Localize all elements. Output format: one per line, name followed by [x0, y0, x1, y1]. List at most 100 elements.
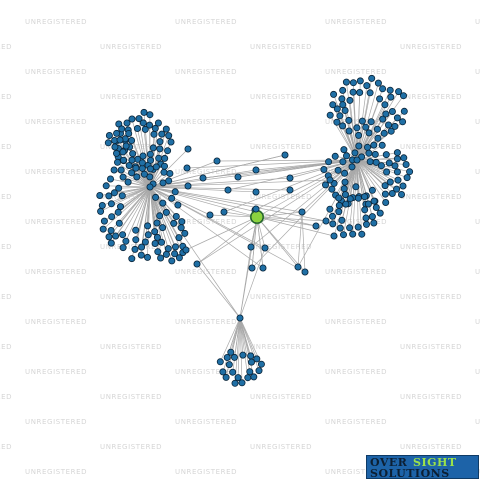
- graph-node[interactable]: [119, 173, 127, 181]
- graph-node[interactable]: [105, 131, 113, 139]
- graph-node[interactable]: [113, 149, 121, 157]
- graph-node[interactable]: [381, 182, 389, 190]
- graph-node[interactable]: [146, 150, 154, 158]
- graph-node[interactable]: [339, 122, 347, 130]
- graph-node[interactable]: [356, 89, 364, 97]
- graph-node[interactable]: [150, 130, 158, 138]
- graph-node[interactable]: [172, 212, 180, 220]
- graph-node[interactable]: [159, 179, 167, 187]
- graph-node[interactable]: [387, 127, 395, 135]
- graph-node[interactable]: [354, 223, 362, 231]
- graph-node[interactable]: [246, 368, 254, 376]
- graph-node[interactable]: [113, 129, 121, 137]
- graph-node[interactable]: [355, 142, 363, 150]
- graph-node[interactable]: [388, 108, 396, 116]
- graph-node[interactable]: [155, 154, 163, 162]
- graph-node[interactable]: [393, 168, 401, 176]
- graph-node[interactable]: [247, 243, 255, 251]
- graph-node[interactable]: [97, 207, 105, 215]
- hub-node-right[interactable]: [353, 156, 361, 164]
- graph-node[interactable]: [156, 145, 164, 153]
- graph-node[interactable]: [146, 173, 154, 181]
- graph-node[interactable]: [250, 373, 258, 381]
- graph-node[interactable]: [382, 151, 390, 159]
- graph-node[interactable]: [366, 89, 374, 97]
- graph-node[interactable]: [144, 222, 152, 230]
- graph-node[interactable]: [330, 90, 338, 98]
- graph-node[interactable]: [333, 118, 341, 126]
- graph-node[interactable]: [138, 243, 146, 251]
- graph-node[interactable]: [367, 118, 375, 126]
- graph-node[interactable]: [400, 154, 408, 162]
- graph-node[interactable]: [393, 149, 401, 157]
- graph-node[interactable]: [238, 379, 246, 387]
- graph-node[interactable]: [110, 189, 118, 197]
- graph-node[interactable]: [177, 224, 185, 232]
- graph-node[interactable]: [341, 178, 349, 186]
- graph-node[interactable]: [379, 85, 387, 93]
- graph-node[interactable]: [128, 255, 136, 263]
- graph-node[interactable]: [141, 125, 149, 133]
- graph-node[interactable]: [351, 149, 359, 157]
- graph-node[interactable]: [161, 154, 169, 162]
- graph-node[interactable]: [395, 88, 403, 96]
- graph-node[interactable]: [372, 203, 380, 211]
- graph-node[interactable]: [224, 186, 232, 194]
- graph-node[interactable]: [373, 125, 381, 133]
- graph-node[interactable]: [152, 193, 160, 201]
- graph-node[interactable]: [128, 156, 136, 164]
- graph-node[interactable]: [335, 194, 343, 202]
- graph-node[interactable]: [339, 86, 347, 94]
- graph-node[interactable]: [132, 236, 140, 244]
- graph-node[interactable]: [223, 353, 231, 361]
- focus-node[interactable]: [250, 210, 264, 224]
- graph-node[interactable]: [123, 119, 131, 127]
- graph-node[interactable]: [153, 219, 161, 227]
- graph-node[interactable]: [147, 156, 155, 164]
- graph-node[interactable]: [128, 115, 136, 123]
- graph-node[interactable]: [399, 182, 407, 190]
- graph-node[interactable]: [153, 233, 161, 241]
- graph-node[interactable]: [286, 174, 294, 182]
- graph-node[interactable]: [107, 239, 115, 247]
- graph-node[interactable]: [154, 248, 162, 256]
- graph-node[interactable]: [125, 129, 133, 137]
- graph-node[interactable]: [96, 191, 104, 199]
- graph-node[interactable]: [156, 212, 164, 220]
- graph-node[interactable]: [341, 107, 349, 115]
- graph-node[interactable]: [379, 115, 387, 123]
- graph-node[interactable]: [107, 175, 115, 183]
- graph-node[interactable]: [391, 122, 399, 130]
- graph-node[interactable]: [139, 152, 147, 160]
- hub-node-left-upper[interactable]: [116, 136, 124, 144]
- graph-node[interactable]: [118, 192, 126, 200]
- graph-node[interactable]: [341, 191, 349, 199]
- graph-node[interactable]: [391, 162, 399, 170]
- graph-node[interactable]: [363, 143, 371, 151]
- graph-node[interactable]: [128, 169, 136, 177]
- graph-node[interactable]: [399, 92, 407, 100]
- graph-node[interactable]: [117, 166, 125, 174]
- graph-node[interactable]: [105, 233, 113, 241]
- graph-node[interactable]: [248, 264, 256, 272]
- graph-node[interactable]: [381, 190, 389, 198]
- graph-node[interactable]: [112, 232, 120, 240]
- graph-node[interactable]: [329, 101, 337, 109]
- graph-node[interactable]: [244, 374, 252, 382]
- graph-node[interactable]: [339, 101, 347, 109]
- graph-node[interactable]: [358, 117, 366, 125]
- graph-node[interactable]: [140, 170, 148, 178]
- graph-node[interactable]: [342, 78, 350, 86]
- graph-node[interactable]: [225, 361, 233, 369]
- graph-node[interactable]: [345, 116, 353, 124]
- graph-node[interactable]: [349, 79, 357, 87]
- graph-node[interactable]: [140, 108, 148, 116]
- graph-node[interactable]: [380, 129, 388, 137]
- graph-node[interactable]: [286, 186, 294, 194]
- graph-node[interactable]: [137, 251, 145, 259]
- graph-node[interactable]: [252, 166, 260, 174]
- graph-node[interactable]: [385, 159, 393, 167]
- graph-node[interactable]: [376, 209, 384, 217]
- graph-node[interactable]: [158, 130, 166, 138]
- graph-node[interactable]: [252, 188, 260, 196]
